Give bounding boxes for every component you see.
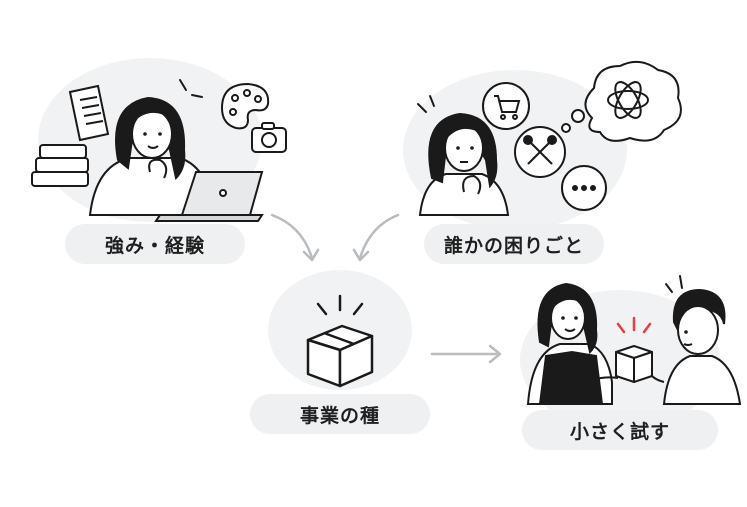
label-strengths: 強み・経験 (65, 224, 245, 264)
person-shopkeeper (526, 282, 619, 405)
arrow-strengths-to-seed (270, 213, 314, 260)
spark-lines-problems (417, 95, 435, 113)
palette-icon (220, 82, 270, 130)
arrows (270, 213, 502, 364)
chat-dots-icon (561, 165, 607, 211)
box-icon (306, 324, 374, 388)
spark-lines-seed (316, 294, 364, 316)
books-icon (31, 144, 89, 187)
camera-icon (251, 122, 287, 153)
spark-lines-customer (665, 275, 683, 293)
person-thinking (418, 112, 510, 216)
spark-lines-accent (616, 316, 652, 334)
label-problems: 誰かの困りごと (424, 224, 604, 264)
spark-lines-strengths (179, 79, 203, 98)
person-woman-laptop (88, 96, 214, 216)
label-business-seed: 事業の種 (250, 394, 430, 434)
tools-icon (514, 126, 566, 178)
atom-icon (607, 81, 649, 119)
label-try-small: 小さく試す (522, 410, 718, 450)
thought-cloud (561, 60, 682, 142)
gift-box-icon (615, 345, 653, 383)
laptop-icon (154, 171, 264, 222)
person-customer (651, 288, 742, 405)
arrow-problems-to-seed (358, 213, 400, 260)
document-icon (68, 84, 110, 142)
cart-icon (482, 82, 530, 130)
